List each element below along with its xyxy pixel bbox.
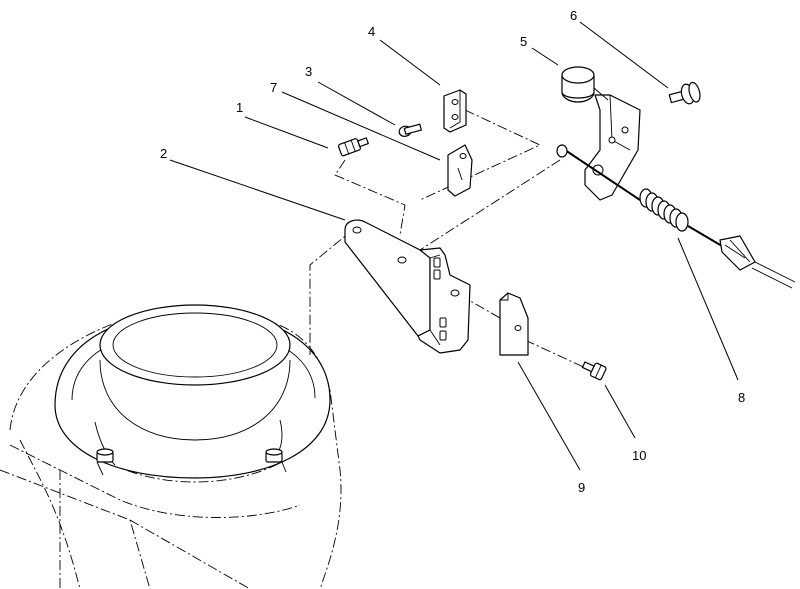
spring-clip	[447, 144, 473, 197]
leader-line-5	[531, 47, 559, 66]
leader-lines	[169, 21, 739, 471]
bracket-slot	[433, 269, 441, 280]
callout-5: 5	[520, 34, 527, 49]
starter-dome	[54, 304, 331, 479]
assembly-line-screw10	[524, 339, 591, 371]
cable-clip	[443, 89, 467, 133]
bracket-slot	[439, 330, 447, 341]
callout-4: 4	[368, 24, 375, 39]
housing-bolt-right	[265, 448, 287, 473]
shoulder-screw	[398, 123, 422, 137]
bracket-hole	[450, 289, 460, 297]
callout-6: 6	[570, 8, 577, 23]
cable-spring	[639, 188, 689, 232]
callout-7: 7	[270, 80, 277, 95]
assembly-line-clip	[419, 109, 542, 201]
plate	[499, 292, 529, 356]
leader-line-9	[517, 361, 581, 471]
callout-8: 8	[738, 390, 745, 405]
callout-10: 10	[632, 448, 646, 463]
callout-2: 2	[160, 146, 167, 161]
screw	[581, 361, 607, 381]
leader-line-6	[579, 21, 669, 89]
bolt	[337, 137, 369, 157]
assembly-line-bolt1	[334, 159, 406, 236]
leader-line-3	[317, 81, 396, 126]
leader-line-2	[169, 159, 346, 221]
leader-line-1	[244, 116, 329, 149]
control-lever-bracket	[584, 94, 641, 201]
assembly-line-housing	[309, 227, 356, 355]
leader-line-8	[677, 237, 739, 381]
bracket-hole	[397, 256, 407, 264]
bracket-slot	[433, 257, 441, 268]
control-cable	[556, 144, 796, 289]
mounting-bracket	[344, 219, 471, 354]
cable-end-fitting	[719, 235, 756, 271]
control-knob	[561, 66, 609, 103]
leader-line-10	[604, 384, 636, 439]
bracket-slot	[439, 317, 447, 328]
callout-9: 9	[578, 480, 585, 495]
housing-bolt-left	[96, 448, 114, 476]
assembly-line-cable	[419, 159, 561, 251]
knob-stud	[668, 81, 701, 105]
callout-3: 3	[305, 64, 312, 79]
callout-1: 1	[236, 100, 243, 115]
callout-labels: 1 2 3 4 5 6 7 8 9 10	[160, 8, 745, 495]
leader-line-4	[379, 39, 441, 86]
bracket-hole	[352, 226, 362, 234]
leader-line-7	[281, 91, 441, 161]
